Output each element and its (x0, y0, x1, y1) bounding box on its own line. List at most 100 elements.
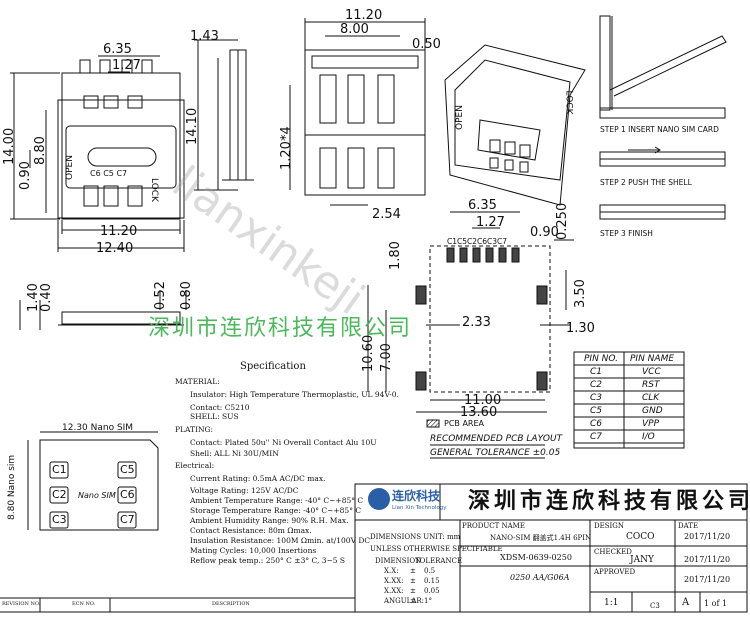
date-1: 2017/11/20 (684, 532, 731, 541)
design-name: COCO (626, 532, 655, 542)
tolerance-col: TOLERANCE (415, 557, 463, 565)
recommended-layout: RECOMMENDED PCB LAYOUT (430, 434, 563, 444)
scale: 1:1 (604, 598, 619, 608)
dim-mid-2-54: 2.54 (372, 207, 401, 222)
spec-line: Ambient Humidity Range: 90% R.H. Max. (190, 516, 349, 525)
dim-1-43: 1.43 (190, 29, 219, 44)
checked-name: JANY (630, 555, 654, 565)
label-c6c5c7: C6 C5 C7 (90, 169, 128, 178)
pcb-dim-7-00: 7.00 (379, 343, 394, 372)
tol-row: ANGULAR: (384, 597, 425, 605)
tol-row: X.XX: (384, 587, 404, 595)
product-label: PRODUCT NAME (462, 522, 525, 530)
logo-cn: 连欣科技 (392, 489, 441, 503)
spec-electrical: Electrical: (175, 461, 215, 470)
spec-line: Reflow peak temp.: 250° C ±3° C, 3~5 S (190, 556, 346, 565)
pin-row-vpp: VPP (642, 419, 660, 429)
title-block-grid (0, 483, 748, 613)
sim-pin-c6: C6 (120, 488, 135, 501)
iso-open: OPEN (455, 105, 465, 130)
dim-6-35: 6.35 (103, 42, 132, 57)
sheet-size: A (682, 597, 690, 608)
front-view (10, 55, 185, 252)
spec-material: MATERIAL: (175, 377, 220, 386)
spec-plating-contact: Contact: Plated 50u'' Ni Overall Contact… (190, 438, 377, 447)
pcb-dim-0-90: 0.90 (530, 225, 559, 240)
spec-title: Specification (240, 361, 306, 372)
bottom-view (289, 18, 426, 206)
spec-contact: Contact: C5210 (190, 403, 250, 412)
nano-sim-label: Nano SIM (78, 491, 116, 500)
pin-row-vcc: VCC (642, 367, 661, 377)
iso-lock: LOCK (563, 90, 574, 115)
dim-14-10: 14.10 (185, 107, 200, 145)
tol-row: ± (410, 577, 416, 585)
pin-row-c5: C5 (590, 406, 603, 416)
checked-label: CHECKED (594, 548, 632, 556)
dim-0-40: 0.40 (39, 283, 54, 312)
dim-mid-8-00: 8.00 (340, 22, 369, 37)
spec-line: Contact Resistance: 80m Ωmax. (190, 526, 312, 535)
pcb-dim-1-80: 1.80 (388, 241, 403, 270)
design-label: DESIGN (594, 522, 624, 530)
pcb-dim-1-30: 1.30 (566, 321, 595, 336)
tol-row: X.X: (384, 567, 399, 575)
dim-0-80: 0.80 (179, 281, 194, 310)
spec-line: Insulation Resistance: 100M Ωmin. at/100… (190, 536, 371, 545)
company-logo-icon (368, 488, 390, 510)
nano-sim-height: 8.80 Nano sim (7, 454, 17, 520)
pin-row-c6: C6 (590, 419, 603, 429)
dim-0-90: 0.90 (18, 161, 33, 190)
dimension-unit: DIMENSIONS UNIT: mm (370, 533, 461, 541)
spec-line: Current Rating: 0.5mA AC/DC max. (190, 474, 326, 483)
pcb-dim-13-60: 13.60 (460, 405, 498, 420)
revision: C3 (650, 602, 660, 610)
dim-14-00: 14.00 (2, 127, 17, 165)
pin-row-clk: CLK (642, 393, 660, 403)
tol-row: 0.5 (424, 567, 436, 575)
pcb-dim-2-33: 2.33 (462, 315, 491, 330)
tol-row: 1° (424, 597, 432, 605)
pcb-dim-0-250: 0.250 (555, 202, 570, 240)
date-2: 2017/11/20 (684, 555, 731, 564)
spec-insulator: Insulator: High Temperature Thermoplasti… (190, 390, 399, 399)
tol-row: ± (410, 587, 416, 595)
general-tolerance: GENERAL TOLERANCE ±0.05 (430, 448, 561, 458)
pcb-layout (367, 211, 574, 459)
tol-row: X.XX: (384, 577, 404, 585)
pin-row-c7: C7 (590, 432, 603, 442)
pin-row-c2: C2 (590, 380, 603, 390)
pcb-dim-3-50: 3.50 (573, 279, 588, 308)
side-view (19, 290, 187, 330)
logo-en: Lian Xin Technology (392, 505, 447, 511)
tol-row: 0.15 (424, 577, 440, 585)
spec-shell: SHELL: SUS (190, 412, 239, 421)
product-name: NANO-SIM 翻盖式1.4H 6PIN (490, 534, 592, 542)
label-open: OPEN (65, 155, 75, 180)
dim-12-40: 12.40 (96, 241, 134, 256)
unless-note: UNLESS OTHERWISE SPECIFIABLE (370, 545, 503, 553)
isometric-view (444, 44, 586, 206)
dim-0-52: 0.52 (153, 281, 168, 310)
dim-mid-1-20x4: 1.20*4 (279, 126, 294, 170)
sim-pin-c3: C3 (52, 513, 67, 526)
pin-row-io: I/O (642, 432, 655, 442)
pcb-dim-11-00: 11.00 (464, 393, 502, 408)
pin-row-c3: C3 (590, 393, 603, 403)
dim-11-20: 11.20 (100, 224, 138, 239)
step-3: STEP 3 FINISH (600, 229, 653, 238)
nano-sim-width: 12.30 Nano SIM (62, 423, 134, 433)
dim-mid-11-20: 11.20 (345, 8, 383, 23)
pcb-dim-1-27: 1.27 (476, 215, 505, 230)
pin-header-name: PIN NAME (630, 354, 675, 364)
pin-row-rst: RST (642, 380, 660, 390)
footer-ecn: ECN NO. (72, 601, 96, 607)
pin-row-gnd: GND (642, 406, 663, 416)
approved-label: APPROVED (594, 568, 636, 576)
sim-pin-c5: C5 (120, 463, 135, 476)
pin-table-grid (573, 351, 685, 449)
spec-plating-shell: Shell: ALL Ni 30U/MIN (190, 449, 279, 458)
spec-plating: PLATING: (175, 425, 214, 434)
pcb-area-label: PCB AREA (444, 419, 484, 428)
sim-pin-c2: C2 (52, 488, 67, 501)
